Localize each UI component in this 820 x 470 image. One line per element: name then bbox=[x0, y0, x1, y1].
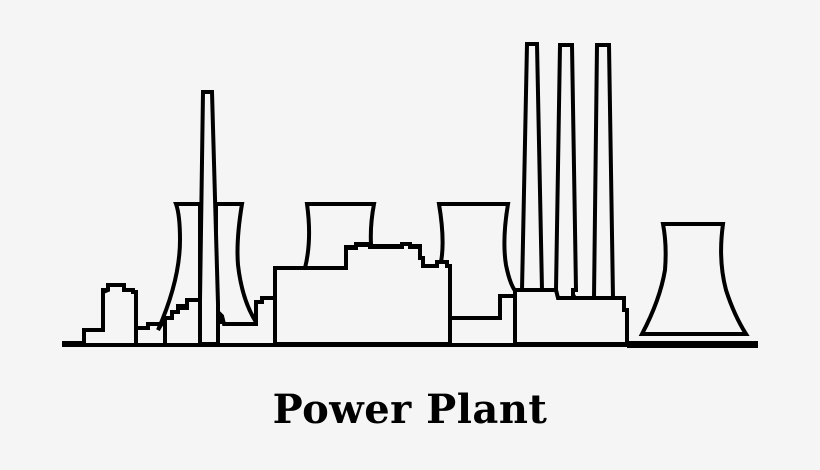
far-right-cooling-tower bbox=[638, 222, 750, 336]
chimney-3 bbox=[591, 43, 616, 300]
left-cooling-tower-right-half bbox=[214, 202, 258, 326]
chimney-1 bbox=[519, 42, 545, 292]
central-building bbox=[273, 242, 452, 346]
chimney-2 bbox=[553, 43, 579, 300]
ground-right-slab bbox=[627, 341, 758, 348]
tall-chimney bbox=[198, 90, 220, 346]
caption-title: Power Plant bbox=[272, 386, 548, 433]
small-building bbox=[82, 283, 138, 344]
left-cooling-tower-left-half bbox=[156, 202, 202, 332]
window-group bbox=[141, 333, 160, 342]
